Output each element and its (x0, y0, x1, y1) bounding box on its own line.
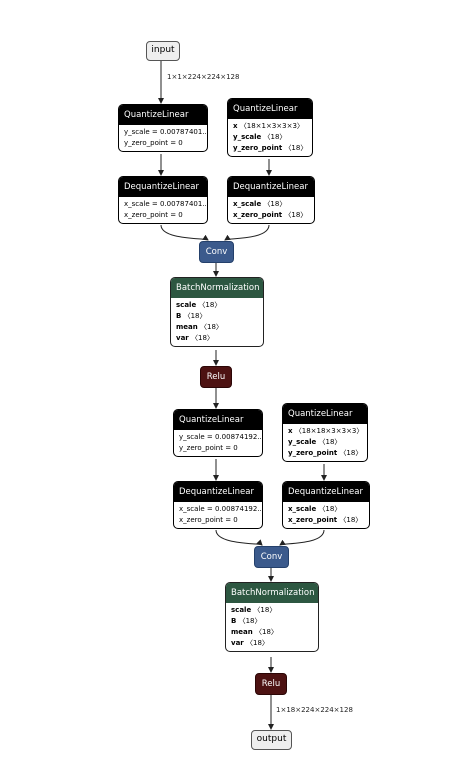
node-attr: x_scale 〈18〉 (283, 504, 369, 515)
node-attr: y_zero_point = 0 (179, 444, 238, 452)
quantize-weight-node-2[interactable]: QuantizeLinear x 〈18×18×3×3×3〉 y_scale 〈… (282, 403, 368, 462)
node-attr: y_zero_point 〈18〉 (283, 448, 367, 459)
node-title: QuantizeLinear (174, 410, 262, 430)
attr-key: B (176, 312, 182, 320)
attr-key: mean (231, 628, 253, 636)
attr-key: x_scale (288, 505, 317, 513)
input-shape-label: 1×1×224×224×128 (167, 73, 240, 81)
attr-value: 〈18〉 (238, 617, 262, 625)
attr-value: 〈18×18×3×3×3〉 (294, 427, 364, 435)
node-attr: x_zero_point = 0 (179, 516, 238, 524)
node-attr: B 〈18〉 (171, 311, 263, 322)
attr-value: 〈18〉 (263, 200, 287, 208)
attr-value: 〈18〉 (318, 505, 342, 513)
attr-key: x (288, 427, 293, 435)
attr-key: x (233, 122, 238, 130)
node-attr: x 〈18×18×3×3×3〉 (283, 426, 367, 437)
attr-key: x_zero_point (288, 516, 338, 524)
node-attr: x 〈18×1×3×3×3〉 (228, 121, 312, 132)
node-attr: y_zero_point = 0 (124, 139, 183, 147)
node-attr: B 〈18〉 (226, 616, 318, 627)
node-attr: y_zero_point 〈18〉 (228, 143, 312, 154)
attr-key: scale (231, 606, 252, 614)
node-attr: x_zero_point 〈18〉 (228, 210, 314, 221)
node-title: QuantizeLinear (283, 404, 367, 424)
attr-value: 〈18〉 (198, 301, 222, 309)
output-node[interactable]: output (251, 730, 292, 750)
node-attr: var 〈18〉 (171, 333, 263, 344)
relu-node-1[interactable]: Relu (200, 366, 232, 388)
attr-value: 〈18〉 (339, 449, 363, 457)
attr-value: 〈18〉 (253, 606, 277, 614)
attr-value: 〈18〉 (199, 323, 223, 331)
node-attr: scale 〈18〉 (171, 300, 263, 311)
attr-value: 〈18〉 (254, 628, 278, 636)
node-attr: mean 〈18〉 (171, 322, 263, 333)
node-attr: x_scale = 0.00787401... (124, 200, 207, 208)
attr-value: 〈18×1×3×3×3〉 (239, 122, 304, 130)
dequantize-weight-node-2[interactable]: DequantizeLinear x_scale 〈18〉 x_zero_poi… (282, 481, 370, 529)
attr-key: y_zero_point (288, 449, 338, 457)
node-attr: y_scale = 0.00787401... (124, 128, 207, 136)
dequantize-input-node-1[interactable]: DequantizeLinear x_scale = 0.00787401...… (118, 176, 208, 224)
node-title: QuantizeLinear (228, 99, 312, 119)
attr-key: y_scale (233, 133, 262, 141)
dequantize-weight-node-1[interactable]: DequantizeLinear x_scale 〈18〉 x_zero_poi… (227, 176, 315, 224)
node-title: DequantizeLinear (228, 177, 314, 197)
attr-value: 〈18〉 (284, 144, 308, 152)
attr-value: 〈18〉 (263, 133, 287, 141)
relu-node-2[interactable]: Relu (255, 673, 287, 695)
input-node[interactable]: input (146, 41, 180, 61)
node-attr: mean 〈18〉 (226, 627, 318, 638)
node-title: DequantizeLinear (283, 482, 369, 502)
attr-value: 〈18〉 (190, 334, 214, 342)
attr-value: 〈18〉 (245, 639, 269, 647)
node-title: DequantizeLinear (174, 482, 262, 502)
attr-value: 〈18〉 (339, 516, 363, 524)
node-attr: scale 〈18〉 (226, 605, 318, 616)
attr-key: var (176, 334, 189, 342)
attr-value: 〈18〉 (318, 438, 342, 446)
node-attr: x_scale = 0.00874192... (179, 505, 262, 513)
node-attr: x_zero_point 〈18〉 (283, 515, 369, 526)
quantize-input-node-1[interactable]: QuantizeLinear y_scale = 0.00787401... y… (118, 104, 208, 152)
attr-key: x_zero_point (233, 211, 283, 219)
node-title: BatchNormalization (226, 583, 318, 603)
attr-key: y_zero_point (233, 144, 283, 152)
batchnorm-node-1[interactable]: BatchNormalization scale 〈18〉 B 〈18〉 mea… (170, 277, 264, 347)
attr-value: 〈18〉 (284, 211, 308, 219)
attr-key: x_scale (233, 200, 262, 208)
conv-node-1[interactable]: Conv (199, 241, 234, 263)
node-title: DequantizeLinear (119, 177, 207, 197)
node-attr: y_scale 〈18〉 (228, 132, 312, 143)
node-attr: x_zero_point = 0 (124, 211, 183, 219)
batchnorm-node-2[interactable]: BatchNormalization scale 〈18〉 B 〈18〉 mea… (225, 582, 319, 652)
dequantize-input-node-2[interactable]: DequantizeLinear x_scale = 0.00874192...… (173, 481, 263, 529)
attr-key: B (231, 617, 237, 625)
node-attr: y_scale 〈18〉 (283, 437, 367, 448)
conv-node-2[interactable]: Conv (254, 546, 289, 568)
quantize-weight-node-1[interactable]: QuantizeLinear x 〈18×1×3×3×3〉 y_scale 〈1… (227, 98, 313, 157)
node-attr: var 〈18〉 (226, 638, 318, 649)
attr-key: var (231, 639, 244, 647)
output-shape-label: 1×18×224×224×128 (276, 706, 353, 714)
node-title: BatchNormalization (171, 278, 263, 298)
node-attr: x_scale 〈18〉 (228, 199, 314, 210)
attr-value: 〈18〉 (183, 312, 207, 320)
node-title: QuantizeLinear (119, 105, 207, 125)
attr-key: y_scale (288, 438, 317, 446)
quantize-input-node-2[interactable]: QuantizeLinear y_scale = 0.00874192... y… (173, 409, 263, 457)
attr-key: mean (176, 323, 198, 331)
node-attr: y_scale = 0.00874192... (179, 433, 262, 441)
attr-key: scale (176, 301, 197, 309)
